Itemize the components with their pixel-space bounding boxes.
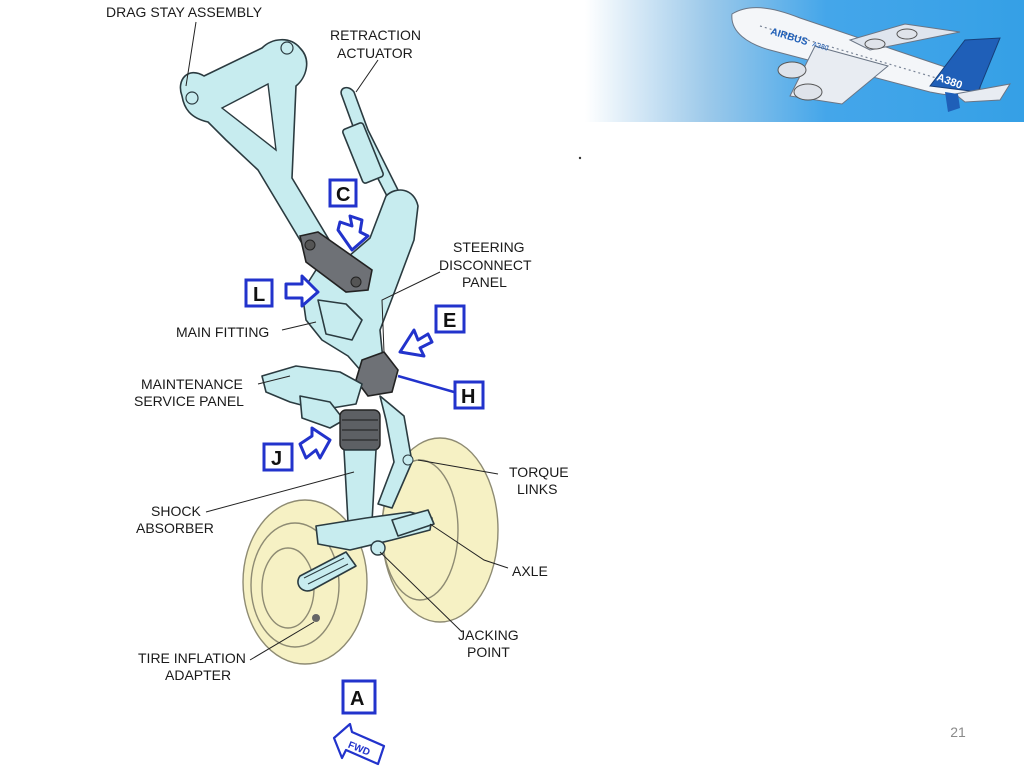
view-markers: C L E H J A FWD <box>244 178 485 766</box>
view-marker-j-box <box>262 442 294 472</box>
fuselage-model-text: A380 <box>811 41 829 53</box>
view-marker-c: C <box>336 184 350 206</box>
label-disconnect: DISCONNECT <box>439 257 532 273</box>
aircraft-banner: AIRBUS A380 A380 <box>585 0 1024 122</box>
tail-fin <box>929 37 1001 93</box>
view-marker-l: L <box>253 284 265 306</box>
label-main-fitting: MAIN FITTING <box>176 324 269 340</box>
view-marker-a: A <box>350 688 364 710</box>
label-steering: STEERING <box>453 239 525 255</box>
jacking-point-part <box>370 540 386 556</box>
view-marker-j: J <box>271 448 282 470</box>
view-arrow-c <box>336 214 370 252</box>
view-marker-e-box <box>434 304 466 334</box>
a380-aircraft-image: AIRBUS A380 A380 <box>731 7 1012 112</box>
view-arrow-e <box>398 328 434 358</box>
label-shock: SHOCK <box>151 503 201 519</box>
view-arrow-j <box>298 426 332 460</box>
leader-lines <box>185 21 509 661</box>
view-marker-l-box <box>244 278 274 308</box>
view-marker-h: H <box>461 386 475 408</box>
label-torque: TORQUE <box>509 464 569 480</box>
label-tire-inflation: TIRE INFLATION <box>138 650 246 666</box>
label-retraction: RETRACTION <box>330 27 421 43</box>
main-fitting-part <box>299 189 419 373</box>
shock-absorber-part <box>343 449 377 523</box>
axle-part <box>297 509 435 592</box>
callout-labels: DRAG STAY ASSEMBLY RETRACTION ACTUATOR S… <box>106 4 569 683</box>
view-marker-a-box <box>341 679 377 715</box>
label-maintenance: MAINTENANCE <box>141 376 243 392</box>
view-marker-e: E <box>443 310 456 332</box>
landing-gear-diagram: DRAG STAY ASSEMBLY RETRACTION ACTUATOR S… <box>106 4 569 766</box>
label-absorber: ABSORBER <box>136 520 214 536</box>
label-links: LINKS <box>517 481 557 497</box>
shock-absorber-sleeve <box>339 409 381 451</box>
stray-mark <box>578 156 582 160</box>
label-axle: AXLE <box>512 563 548 579</box>
slide-number: 21 <box>950 724 966 740</box>
tire-inflation-adapter-part <box>312 614 320 622</box>
view-marker-h-box <box>453 380 485 410</box>
label-jacking: JACKING <box>458 627 519 643</box>
drag-stay-assembly-part <box>179 38 348 283</box>
view-arrow-l <box>284 274 320 308</box>
label-point: POINT <box>467 644 510 660</box>
fwd-arrow: FWD <box>332 722 386 766</box>
label-adapter: ADAPTER <box>165 667 231 683</box>
torque-links-part <box>377 395 414 509</box>
label-panel: PANEL <box>462 274 507 290</box>
label-drag-stay-assembly: DRAG STAY ASSEMBLY <box>106 4 263 20</box>
label-service-panel: SERVICE PANEL <box>134 393 244 409</box>
view-marker-c-box <box>328 178 358 208</box>
label-actuator: ACTUATOR <box>337 45 413 61</box>
